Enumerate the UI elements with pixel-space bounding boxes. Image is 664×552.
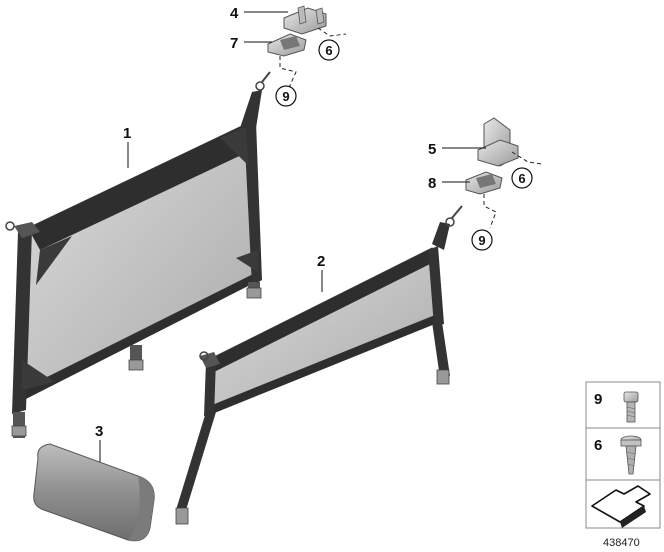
label-part-2: 2	[317, 253, 325, 270]
bolt-icon	[623, 391, 639, 423]
storage-bag	[33, 443, 155, 542]
reference-number: 438470	[603, 537, 640, 549]
callout-lines	[99, 11, 486, 462]
circled-label-9-top: 9	[275, 85, 297, 107]
label-part-4: 4	[230, 5, 239, 22]
partition-net-small	[175, 205, 463, 525]
svg-text:6: 6	[518, 171, 525, 186]
right-bracket-group	[465, 117, 543, 229]
label-part-7: 7	[230, 35, 238, 52]
circled-label-6-top: 6	[318, 39, 340, 61]
label-part-5: 5	[428, 141, 436, 158]
arrow-icon	[591, 485, 651, 528]
svg-text:9: 9	[282, 89, 289, 104]
label-part-3: 3	[95, 423, 103, 440]
circled-label-6-right: 6	[511, 167, 533, 189]
circled-label-9-right: 9	[471, 229, 493, 251]
svg-text:6: 6	[325, 43, 332, 58]
label-part-8: 8	[428, 175, 436, 192]
legend-label-9: 9	[594, 391, 602, 408]
screw-icon	[620, 435, 642, 475]
partition-net-large	[5, 71, 271, 438]
upper-bracket-group	[267, 5, 347, 91]
legend-label-6: 6	[594, 437, 602, 454]
svg-text:9: 9	[478, 233, 485, 248]
fastener-legend: 9 6	[585, 381, 661, 529]
label-part-1: 1	[123, 125, 131, 142]
